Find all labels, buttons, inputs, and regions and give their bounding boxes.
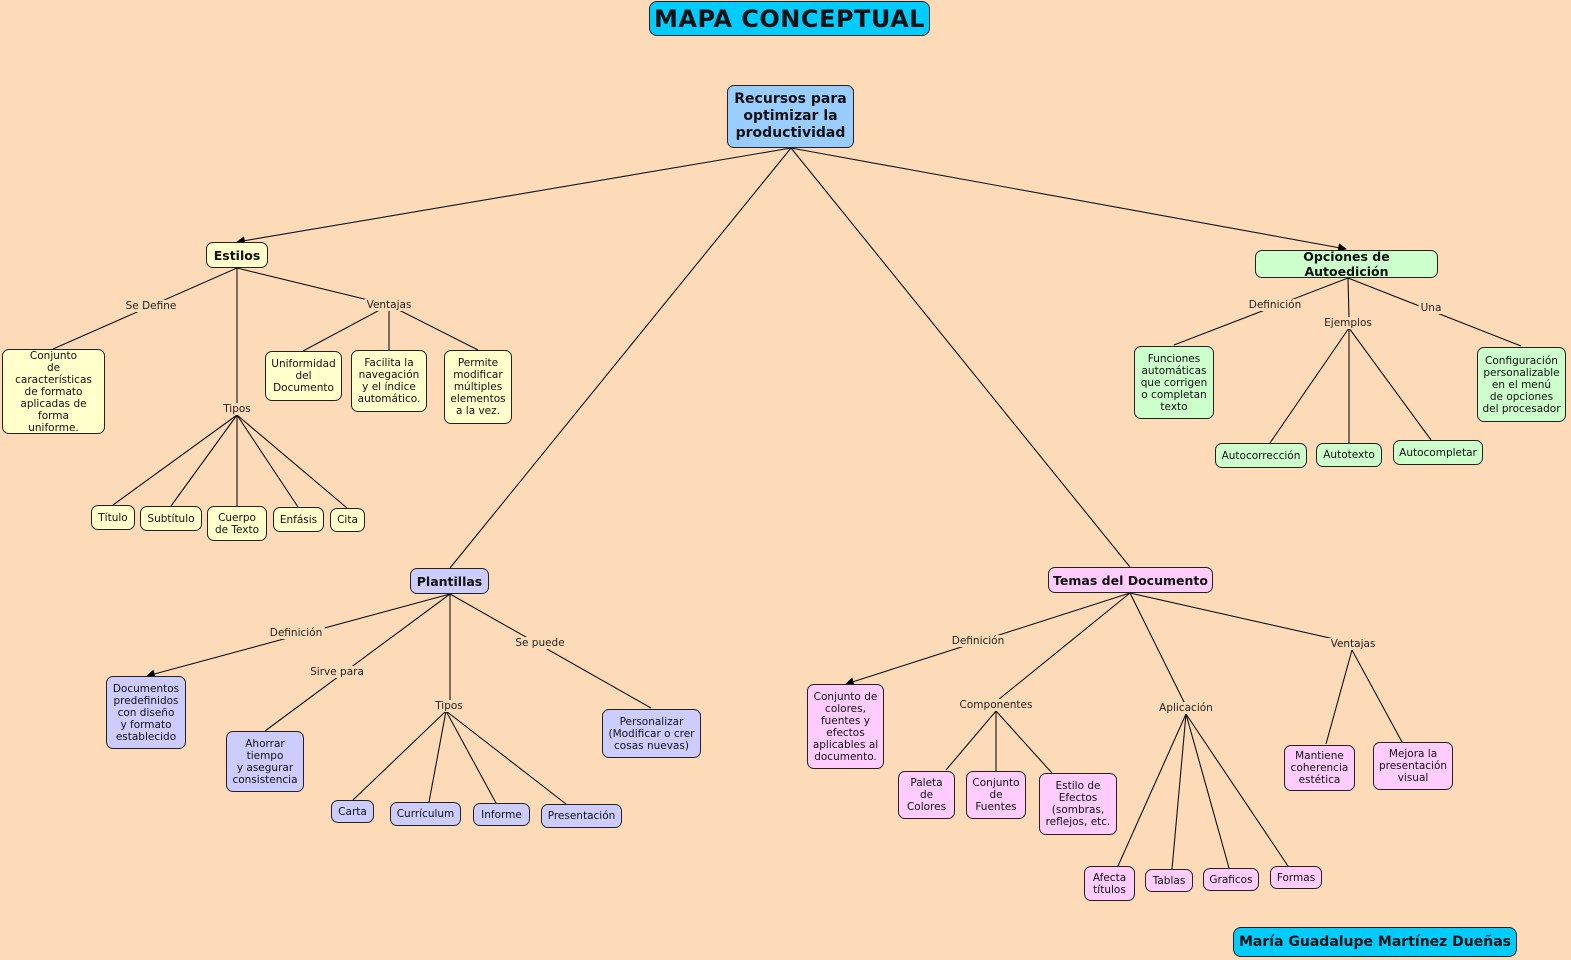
temas-aplicacion[interactable]: Tablas bbox=[1145, 869, 1193, 892]
root-concept[interactable]: Recursos para optimizar la productividad bbox=[727, 85, 854, 148]
plantillas-tipo[interactable]: Carta bbox=[331, 800, 374, 823]
link-label-ventajas: Ventajas bbox=[364, 299, 414, 311]
link-label-aplicacion: Aplicación bbox=[1157, 702, 1215, 714]
temas-aplicacion[interactable]: Formas bbox=[1270, 866, 1322, 889]
temas-aplicacion[interactable]: Graficos bbox=[1203, 868, 1259, 891]
link-label-se-puede: Se puede bbox=[513, 637, 567, 649]
link-label-sirve-para: Sirve para bbox=[308, 666, 366, 678]
link-label-tipos: Tipos bbox=[433, 700, 465, 712]
estilos-tipo[interactable]: Enfásis bbox=[273, 507, 324, 532]
plantillas-tipo[interactable]: Informe bbox=[473, 803, 530, 826]
temas-componente[interactable]: Paleta de Colores bbox=[898, 771, 955, 819]
concept-estilos[interactable]: Estilos bbox=[206, 242, 268, 268]
concept-plantillas[interactable]: Plantillas bbox=[410, 568, 489, 594]
estilos-ventaja[interactable]: Facilita la navegación y el índice autom… bbox=[351, 350, 427, 412]
plantillas-tipo[interactable]: Presentación bbox=[541, 804, 622, 828]
estilos-tipo[interactable]: Título bbox=[91, 505, 135, 530]
link-label-ejemplos: Ejemplos bbox=[1322, 317, 1374, 329]
temas-aplicacion[interactable]: Afecta títulos bbox=[1084, 866, 1135, 901]
plantillas-tipo[interactable]: Currículum bbox=[390, 802, 461, 826]
link-label-una: Una bbox=[1418, 302, 1444, 314]
link-label-definicion: Definición bbox=[1246, 299, 1304, 311]
link-label-definicion: Definición bbox=[267, 627, 325, 639]
link-label-ventajas: Ventajas bbox=[1328, 638, 1378, 650]
temas-ventaja[interactable]: Mejora la presentación visual bbox=[1373, 742, 1453, 790]
concept-autoedicion[interactable]: Opciones de Autoedición bbox=[1255, 249, 1438, 279]
link-label-tipos: Tipos bbox=[221, 403, 253, 415]
plantillas-definition[interactable]: Documentos predefinidos con diseño y for… bbox=[106, 676, 186, 749]
link-root-plantillas bbox=[449, 147, 792, 569]
temas-definition[interactable]: Conjunto de colores, fuentes y efectos a… bbox=[807, 684, 884, 769]
temas-ventaja[interactable]: Mantiene coherencia estética bbox=[1284, 745, 1355, 791]
plantillas-sirve-para[interactable]: Ahorrar tiempo y asegurar consistencia bbox=[226, 731, 304, 792]
plantillas-personalizar[interactable]: Personalizar (Modificar o crer cosas nue… bbox=[602, 709, 701, 758]
autoedicion-ejemplo[interactable]: Autocorrección bbox=[1215, 443, 1307, 468]
estilos-definition[interactable]: Conjunto de características de formato a… bbox=[2, 349, 105, 434]
title-banner: MAPA CONCEPTUAL bbox=[649, 1, 930, 36]
temas-componente[interactable]: Estilo de Efectos (sombras, reflejos, et… bbox=[1039, 773, 1117, 835]
temas-componente[interactable]: Conjunto de Fuentes bbox=[966, 771, 1026, 819]
autoedicion-definition[interactable]: Funciones automáticas que corrigen o com… bbox=[1134, 346, 1214, 419]
autoedicion-ejemplo[interactable]: Autocompletar bbox=[1393, 440, 1483, 465]
autoedicion-ejemplo[interactable]: Autotexto bbox=[1316, 443, 1382, 467]
link-label-se-define: Se Define bbox=[123, 300, 179, 312]
link-label-componentes: Componentes bbox=[957, 699, 1035, 711]
estilos-tipo[interactable]: Cita bbox=[330, 508, 365, 532]
link-label-definicion: Definición bbox=[949, 635, 1007, 647]
estilos-tipo[interactable]: Cuerpo de Texto bbox=[207, 506, 267, 541]
estilos-tipo[interactable]: Subtítulo bbox=[140, 506, 202, 531]
link-root-autoedicion bbox=[790, 147, 1347, 252]
estilos-ventaja[interactable]: Permite modificar múltiples elementos a … bbox=[444, 350, 512, 424]
concept-temas[interactable]: Temas del Documento bbox=[1048, 567, 1213, 593]
link-root-estilos bbox=[236, 147, 792, 246]
author-banner: María Guadalupe Martínez Dueñas bbox=[1233, 927, 1517, 957]
autoedicion-configuracion[interactable]: Configuración personalizable en el menú … bbox=[1477, 347, 1566, 422]
estilos-ventaja[interactable]: Uniformidad del Documento bbox=[265, 351, 342, 401]
link-root-temas bbox=[790, 147, 1131, 568]
